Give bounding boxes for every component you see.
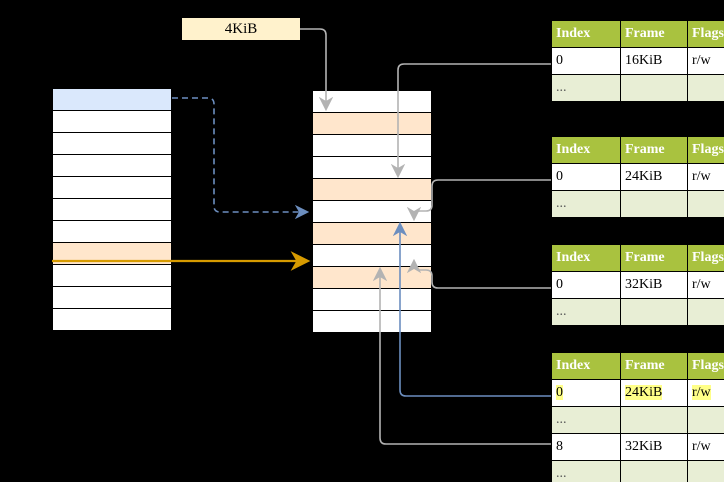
virtual-page-row[interactable] [52, 242, 172, 265]
table-cell [687, 460, 724, 482]
virtual-page-row[interactable] [52, 154, 172, 177]
virtual-page-row[interactable] [52, 220, 172, 243]
table-ellipsis-row[interactable]: ... [551, 190, 724, 218]
column-header-flags: Flags [687, 352, 724, 380]
table-cell: ... [551, 406, 621, 434]
virtual-page-row[interactable] [52, 110, 172, 133]
table-cell [620, 406, 688, 434]
table-cell: r/w [687, 433, 724, 461]
column-header-flags: Flags [687, 244, 724, 272]
page-size-label-text: 4KiB [224, 20, 258, 37]
table-cell: ... [551, 190, 621, 218]
table-cell: 16KiB [620, 47, 688, 75]
table-cell: 32KiB [620, 433, 688, 461]
virtual-page-row[interactable] [52, 88, 172, 111]
table-cell [620, 460, 688, 482]
table-cell: 8 [551, 433, 621, 461]
column-header-frame: Frame [620, 20, 688, 48]
table-cell: 0 [551, 47, 621, 75]
column-header-index: Index [551, 244, 621, 272]
highlighted-value: 0 [556, 385, 563, 400]
virtual-page-row[interactable] [52, 286, 172, 309]
wire-table3-to-frame [406, 258, 551, 289]
table-cell: ... [551, 74, 621, 102]
table-cell: 0 [551, 163, 621, 191]
physical-frame-row[interactable] [312, 266, 432, 289]
table-cell: r/w [687, 379, 724, 407]
table-cell: 32KiB [620, 271, 688, 299]
table-cell: 24KiB [620, 163, 688, 191]
physical-frame-row[interactable] [312, 112, 432, 135]
table-cell [620, 74, 688, 102]
table-cell [687, 190, 724, 218]
table-row[interactable]: 0 24KiB r/w [551, 379, 724, 407]
virtual-page-row[interactable] [52, 264, 172, 287]
table-cell [687, 298, 724, 326]
column-header-flags: Flags [687, 20, 724, 48]
table-cell [620, 298, 688, 326]
table-ellipsis-row[interactable]: ... [551, 298, 724, 326]
virtual-page-row[interactable] [52, 176, 172, 199]
table-cell: r/w [687, 163, 724, 191]
virtual-page-row[interactable] [52, 132, 172, 155]
table-ellipsis-row[interactable]: ... [551, 74, 724, 102]
table-cell: r/w [687, 271, 724, 299]
virtual-page-row[interactable] [52, 198, 172, 221]
column-header-frame: Frame [620, 352, 688, 380]
table-ellipsis-row[interactable]: ... [551, 406, 724, 434]
virtual-page-row[interactable] [52, 308, 172, 331]
table-cell: ... [551, 298, 621, 326]
column-header-frame: Frame [620, 136, 688, 164]
wire-virtual-page-to-frame [172, 97, 310, 220]
table-ellipsis-row[interactable]: ... [551, 460, 724, 482]
column-header-flags: Flags [687, 136, 724, 164]
physical-frame-row[interactable] [312, 310, 432, 333]
highlighted-value: 24KiB [625, 385, 663, 400]
table-cell: r/w [687, 47, 724, 75]
physical-frame-row[interactable] [312, 244, 432, 267]
physical-frame-row[interactable] [312, 156, 432, 179]
physical-frame-row[interactable] [312, 134, 432, 157]
physical-frame-row[interactable] [312, 200, 432, 223]
column-header-index: Index [551, 20, 621, 48]
physical-frame-row[interactable] [312, 288, 432, 311]
wire-table2-to-frame [406, 179, 551, 222]
physical-frame-row[interactable] [312, 222, 432, 245]
table-cell [620, 190, 688, 218]
table-cell [687, 74, 724, 102]
table-cell: ... [551, 460, 621, 482]
table-cell: 0 [551, 271, 621, 299]
column-header-index: Index [551, 136, 621, 164]
highlighted-value: r/w [692, 385, 711, 400]
page-size-label: 4KiB [182, 18, 300, 40]
physical-frame-row[interactable] [312, 178, 432, 201]
table-cell: 24KiB [620, 379, 688, 407]
physical-frame-row[interactable] [312, 90, 432, 113]
table-cell [687, 406, 724, 434]
table-cell: 0 [551, 379, 621, 407]
column-header-index: Index [551, 352, 621, 380]
column-header-frame: Frame [620, 244, 688, 272]
